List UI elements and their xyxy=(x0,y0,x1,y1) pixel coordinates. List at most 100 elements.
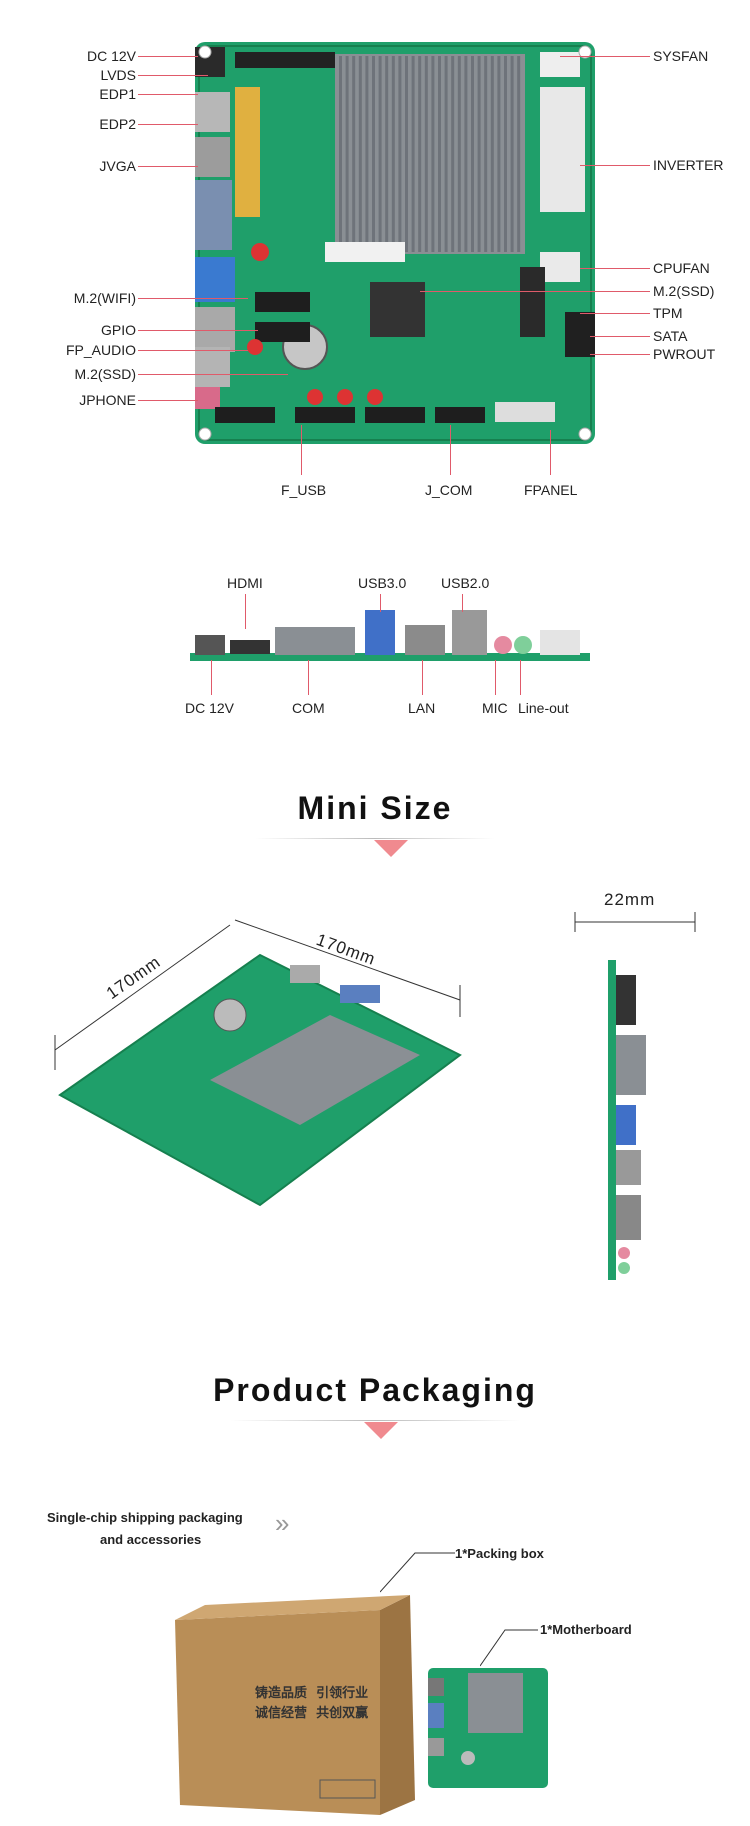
packing-box-image xyxy=(175,1595,415,1815)
io-lead-hdmi xyxy=(245,594,246,629)
width-dimension-line xyxy=(574,912,696,932)
packaged-motherboard-image xyxy=(428,1668,548,1788)
heatsink-fin xyxy=(431,56,435,252)
heatsink-fin xyxy=(418,56,422,252)
label-edp2: EDP2 xyxy=(99,116,136,132)
board-top-view-section: DC 12V LVDS EDP1 EDP2 JVGA M.2(WIFI) GPI… xyxy=(0,0,750,510)
packaging-marker xyxy=(364,1422,398,1439)
heatsink-fin xyxy=(471,56,474,252)
label-m2-wifi: M.2(WIFI) xyxy=(73,290,136,306)
heatsink-fin xyxy=(464,56,468,252)
label-inverter: INVERTER xyxy=(653,157,724,173)
label-tpm: TPM xyxy=(653,305,683,321)
lead-sysfan xyxy=(560,56,650,57)
heatsink-fin xyxy=(411,56,415,252)
lead-f-usb xyxy=(301,425,302,475)
label-edp1: EDP1 xyxy=(99,86,136,102)
heatsink-fin xyxy=(405,56,408,252)
packing-box-callout-line xyxy=(380,1552,455,1593)
label-f-usb: F_USB xyxy=(281,482,327,498)
motherboard-iso-image xyxy=(58,953,462,1207)
heatsink-fin xyxy=(477,56,481,252)
io-label-mic: MIC xyxy=(482,700,508,716)
dimension-lines xyxy=(54,919,461,1070)
box-text-3: 诚信经营 xyxy=(255,1706,308,1721)
io-lead-lan xyxy=(422,660,423,695)
io-label-usb30: USB3.0 xyxy=(358,575,407,591)
box-text-1: 铸造品质 xyxy=(255,1686,308,1701)
heatsink-fin xyxy=(352,56,356,252)
mini-size-title: Mini Size xyxy=(297,790,453,826)
chevron-right-icon: » xyxy=(275,1508,290,1538)
lead-lvds xyxy=(138,75,208,76)
heatsink-fin xyxy=(451,56,455,252)
packaging-desc-line2: and accessories xyxy=(100,1532,202,1547)
mini-size-marker xyxy=(374,840,408,857)
lead-dc12v xyxy=(138,56,198,57)
motherboard-callout-line xyxy=(480,1629,538,1667)
heatsink-fin xyxy=(438,56,441,252)
lead-fp-audio xyxy=(138,350,248,351)
motherboard-top-image xyxy=(195,42,595,444)
heatsink-fin xyxy=(484,56,488,252)
lead-edp2 xyxy=(138,124,198,125)
lead-gpio xyxy=(138,330,258,331)
io-lead-lineout xyxy=(520,660,521,695)
mini-size-rule xyxy=(255,838,495,839)
io-label-lineout: Line-out xyxy=(518,700,569,716)
label-j-com: J_COM xyxy=(425,482,473,498)
heatsink-fin xyxy=(424,56,428,252)
box-text-2: 引领行业 xyxy=(316,1686,369,1701)
label-sata: SATA xyxy=(653,328,688,344)
heatsink-fin xyxy=(378,56,382,252)
io-lead-usb30 xyxy=(380,594,381,612)
lead-j-com xyxy=(450,425,451,475)
lead-jphone xyxy=(138,400,198,401)
heatsink-fin xyxy=(398,56,402,252)
packaging-desc-line1: Single-chip shipping packaging xyxy=(47,1510,243,1525)
label-lvds: LVDS xyxy=(100,67,136,83)
box-text-4: 共创双赢 xyxy=(316,1706,369,1721)
io-lead-dc12v xyxy=(211,660,212,695)
label-fp-audio: FP_AUDIO xyxy=(65,342,136,358)
packaging-rule xyxy=(230,1420,520,1421)
io-label-com: COM xyxy=(292,700,325,716)
lead-jvga xyxy=(138,166,198,167)
lead-inverter xyxy=(580,165,650,166)
io-label-dc12v: DC 12V xyxy=(185,700,235,716)
label-pwrout: PWROUT xyxy=(653,346,716,362)
io-panel-image xyxy=(190,610,590,661)
heatsink-fin xyxy=(345,56,349,252)
heatsink-fin xyxy=(385,56,389,252)
io-lead-com xyxy=(308,660,309,695)
heatsink-fin xyxy=(365,56,369,252)
lead-m2-ssd-left xyxy=(138,374,288,375)
io-panel-section: HDMI USB3.0 USB2.0 DC 12V COM LAN MIC Li… xyxy=(0,560,750,730)
io-label-lan: LAN xyxy=(408,700,436,716)
packaging-title: Product Packaging xyxy=(213,1372,537,1408)
label-m2-ssd-left: M.2(SSD) xyxy=(74,366,136,382)
heatsink-fin xyxy=(339,56,342,252)
box-text-line1: 铸造品质 引领行业 xyxy=(255,1682,368,1701)
lead-m2-ssd-right xyxy=(420,291,650,292)
heatsink-fin xyxy=(517,56,521,252)
heatsink-fin xyxy=(497,56,501,252)
label-gpio: GPIO xyxy=(100,322,136,338)
io-label-usb20: USB2.0 xyxy=(441,575,490,591)
heatsink-fin xyxy=(457,56,461,252)
lead-m2-wifi xyxy=(138,298,248,299)
heatsink-fin xyxy=(391,56,395,252)
lead-cpufan xyxy=(580,268,650,269)
motherboard-side-image xyxy=(608,960,646,1280)
label-fpanel: FPANEL xyxy=(524,482,578,498)
packaging-item-box: 1*Packing box xyxy=(455,1546,544,1561)
io-lead-mic xyxy=(495,660,496,695)
heatsink-fin xyxy=(372,56,375,252)
lead-sata xyxy=(590,336,650,337)
lead-fpanel xyxy=(550,430,551,475)
heatsink-fin xyxy=(358,56,362,252)
heatsink-fin xyxy=(444,56,448,252)
dim-22mm: 22mm xyxy=(604,890,656,909)
heatsink-fin xyxy=(490,56,494,252)
label-cpufan: CPUFAN xyxy=(653,260,710,276)
